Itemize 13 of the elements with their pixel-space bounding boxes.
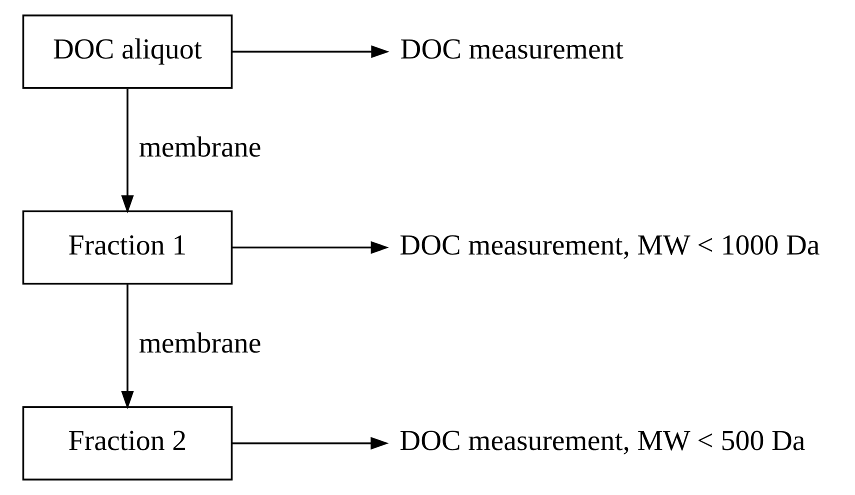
- arrow: [231, 436, 388, 450]
- edge-label: membrane: [138, 327, 261, 360]
- arrow: [231, 45, 389, 58]
- node-box: Fraction 2: [22, 406, 232, 480]
- node-text: DOC measurement, MW < 500 Da: [399, 425, 805, 458]
- node-box: Fraction 1: [22, 210, 232, 285]
- arrow: [120, 88, 134, 214]
- node-text: DOC measurement: [400, 34, 623, 66]
- arrow: [120, 284, 134, 410]
- arrow: [232, 241, 388, 254]
- node-text: DOC measurement, MW < 1000 Da: [399, 229, 820, 262]
- edge-label: membrane: [138, 131, 261, 164]
- node-box: DOC aliquot: [22, 14, 232, 89]
